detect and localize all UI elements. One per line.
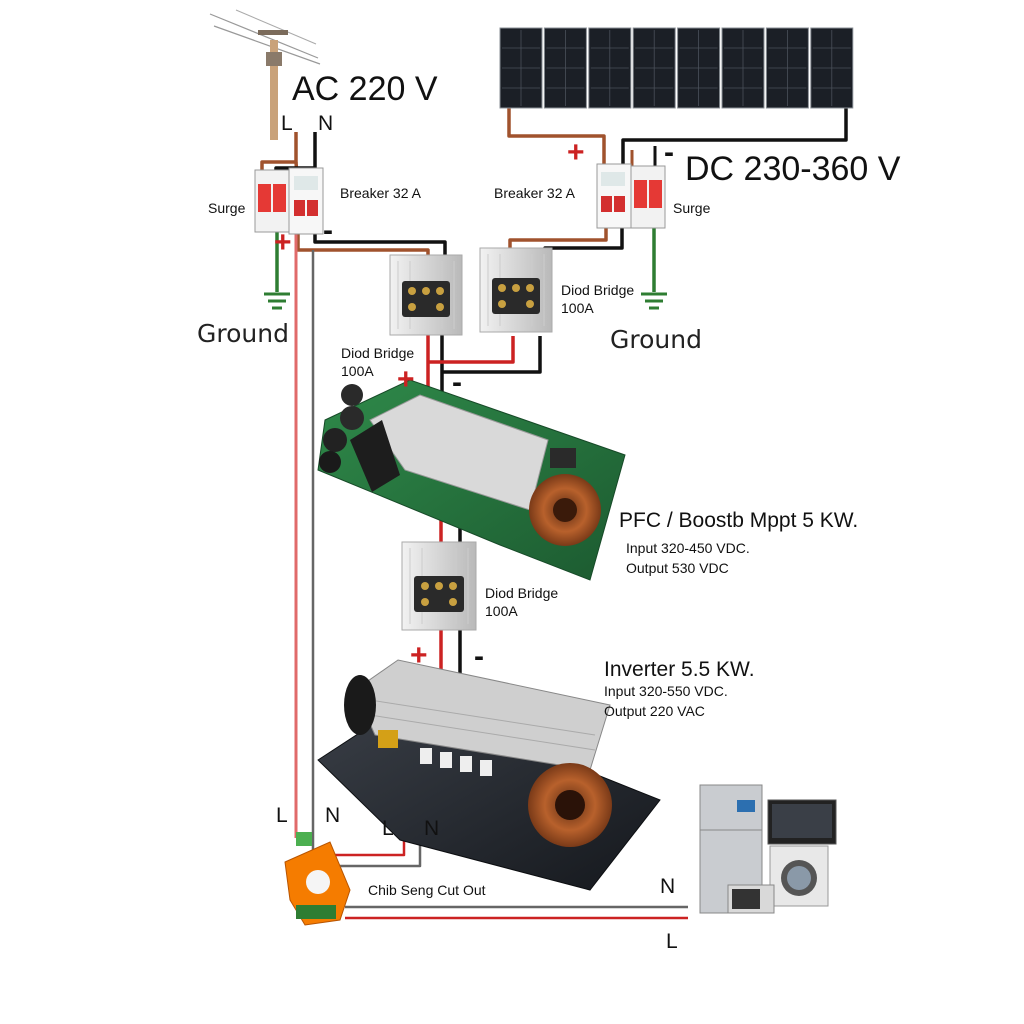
inverter-minus-sign: - bbox=[474, 640, 484, 673]
pfc-plus-sign: + bbox=[397, 363, 415, 396]
inverter-plus-sign: + bbox=[410, 639, 428, 672]
pv-negative-wire bbox=[621, 108, 848, 170]
inverter-title: Inverter 5.5 KW. bbox=[604, 658, 755, 681]
pv-positive-wire bbox=[507, 108, 606, 170]
cutout-name: Chib Seng Cut Out bbox=[368, 882, 486, 898]
utility-pole-icon bbox=[209, 9, 321, 140]
ac-source-title: AC 220 V bbox=[292, 70, 438, 108]
cutout-l-left: L bbox=[276, 804, 288, 827]
left-plus-sign: + bbox=[274, 226, 292, 259]
ac-live-wire bbox=[260, 132, 298, 176]
dc-source-title: DC 230-360 V bbox=[685, 150, 901, 188]
left-bridge-name: Diod Bridge bbox=[341, 345, 414, 361]
mid-bridge-rating: 100A bbox=[485, 603, 518, 619]
pfc-title: PFC / Boostb Mppt 5 KW. bbox=[619, 509, 858, 532]
left-ground-label: Ground bbox=[197, 319, 289, 348]
right-bridge-minus-out bbox=[442, 336, 542, 374]
diode-bridge-right-icon bbox=[479, 247, 553, 333]
right-ground-icon bbox=[641, 292, 667, 310]
diode-bridge-mid-icon bbox=[401, 541, 477, 631]
right-bridge-plus-out bbox=[428, 336, 515, 364]
inverter-output: Output 220 VAC bbox=[604, 703, 705, 719]
inverter-board-icon bbox=[317, 659, 661, 891]
load-n-label: N bbox=[660, 875, 675, 898]
right-bridge-rating: 100A bbox=[561, 300, 594, 316]
left-surge-label: Surge bbox=[208, 200, 246, 216]
cutout-l-right: L bbox=[382, 817, 394, 840]
right-breaker-label: Breaker 32 A bbox=[494, 185, 576, 201]
left-ground-icon bbox=[264, 292, 290, 310]
left-breaker-device bbox=[288, 167, 324, 235]
left-surge-device bbox=[254, 169, 290, 233]
mid-bridge-name: Diod Bridge bbox=[485, 585, 558, 601]
home-appliances-icon bbox=[699, 784, 837, 914]
pfc-minus-sign: - bbox=[452, 366, 462, 399]
left-breaker-label: Breaker 32 A bbox=[340, 185, 422, 201]
cutout-n-left: N bbox=[325, 804, 340, 827]
inverter-input: Input 320-550 VDC. bbox=[604, 683, 728, 699]
cutout-switch-icon bbox=[284, 832, 351, 926]
right-breaker-device bbox=[596, 163, 632, 229]
right-bridge-name: Diod Bridge bbox=[561, 282, 634, 298]
right-negative-wire bbox=[543, 226, 624, 262]
ac-l-label: L bbox=[281, 112, 293, 135]
dc-minus-sign: - bbox=[664, 136, 674, 169]
cutout-n-right: N bbox=[424, 817, 439, 840]
load-l-label: L bbox=[666, 930, 678, 953]
left-minus-sign: - bbox=[323, 214, 333, 247]
pfc-output: Output 530 VDC bbox=[626, 560, 729, 576]
right-ground-label: Ground bbox=[610, 325, 702, 354]
diode-bridge-left-icon bbox=[389, 254, 463, 336]
left-bridge-rating: 100A bbox=[341, 363, 374, 379]
pfc-board-icon bbox=[317, 379, 626, 581]
ac-n-label: N bbox=[318, 112, 333, 135]
pfc-input: Input 320-450 VDC. bbox=[626, 540, 750, 556]
solar-array bbox=[499, 27, 854, 109]
dc-plus-sign: + bbox=[567, 136, 585, 169]
right-surge-device bbox=[630, 165, 666, 229]
right-surge-label: Surge bbox=[673, 200, 711, 216]
